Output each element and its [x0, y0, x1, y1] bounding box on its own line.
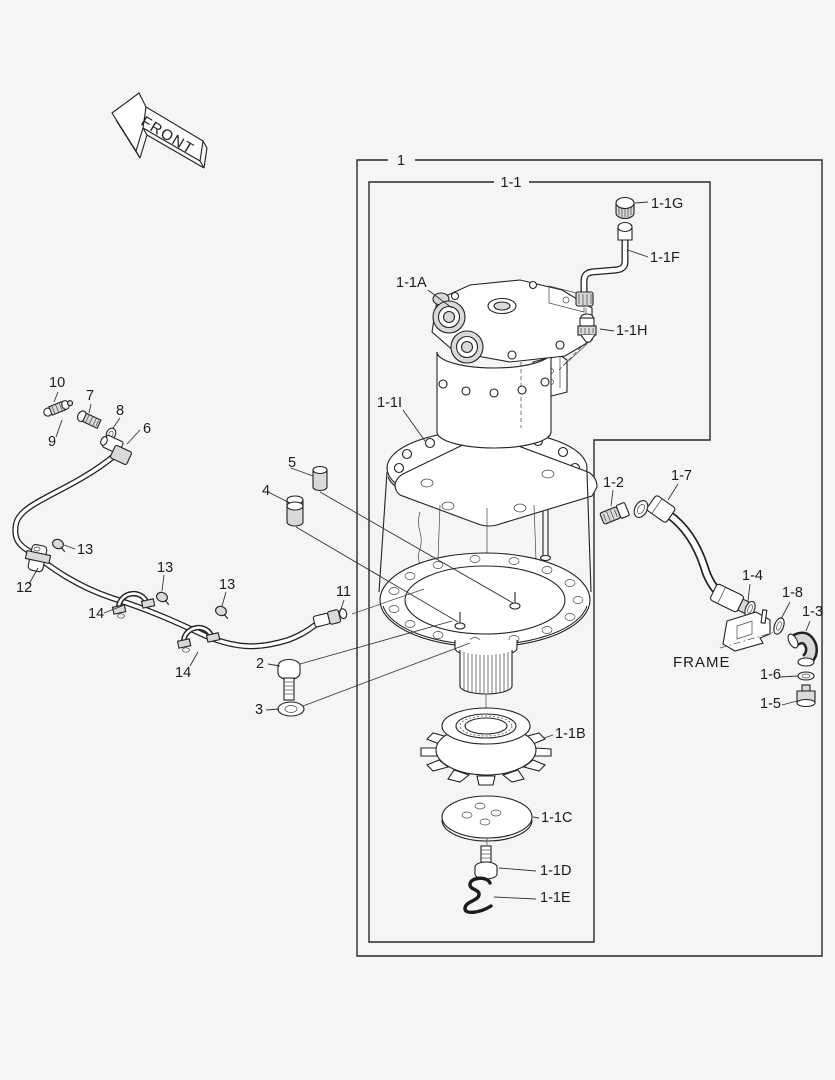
grease-pipe-group — [12, 400, 471, 717]
callout-9: 9 — [48, 434, 56, 450]
callout-4: 4 — [262, 483, 270, 499]
callout-1-6: 1-6 — [760, 667, 781, 683]
pipe — [575, 221, 633, 307]
subassembly-box-1-1: 1-1 — [368, 175, 711, 943]
pinion-gear — [420, 707, 552, 786]
leader-lines — [28, 201, 811, 900]
plug-1-5 — [796, 684, 816, 708]
callout-1-1h: 1-1H — [616, 323, 647, 339]
callout-13a: 13 — [77, 542, 93, 558]
air-bleed-pipe-group — [562, 196, 635, 367]
callout-14a: 14 — [88, 606, 104, 622]
shaft-plate — [441, 795, 533, 845]
callout-1: 1 — [397, 153, 405, 169]
callout-1-8: 1-8 — [782, 585, 803, 601]
callout-1-1e: 1-1E — [540, 890, 571, 906]
callout-7: 7 — [86, 388, 94, 404]
elbow-6 — [100, 434, 133, 466]
front-arrow: FRONT — [111, 92, 208, 169]
grease-nipple — [43, 400, 74, 417]
motor-mounting-plate — [394, 435, 598, 527]
swing-motor-assembly — [378, 279, 598, 742]
callout-1-2: 1-2 — [603, 475, 624, 491]
elbow-1-3 — [787, 631, 818, 667]
callout-1-5: 1-5 — [760, 696, 781, 712]
washer-1-6 — [797, 671, 815, 681]
washer-1-8 — [773, 617, 785, 635]
callout-1-3: 1-3 — [802, 604, 823, 620]
hose-nut — [633, 500, 649, 518]
frame-label: FRAME — [673, 654, 731, 671]
callout-1-1c: 1-1C — [541, 810, 572, 826]
hydraulic-port-a — [432, 300, 466, 334]
callout-1-1f: 1-1F — [650, 250, 680, 266]
plug-4 — [286, 495, 304, 527]
callout-labels: 1-1A 1-1I 1-1G 1-1F 1-1H 1-2 1-7 1-4 1-8… — [16, 196, 823, 906]
callout-1-7: 1-7 — [671, 468, 692, 484]
plug-5 — [312, 465, 328, 492]
callout-1-1a: 1-1A — [396, 275, 427, 291]
bolt-13b — [156, 591, 170, 606]
callout-3: 3 — [255, 702, 263, 718]
callout-5: 5 — [288, 455, 296, 471]
callout-1-1i: 1-1I — [377, 395, 402, 411]
callout-1-1g: 1-1G — [651, 196, 683, 212]
callout-1-1: 1-1 — [501, 175, 522, 191]
cap — [615, 196, 635, 220]
callout-2: 2 — [256, 656, 264, 672]
fitting-11 — [312, 588, 425, 628]
assembly-box-1: 1 — [356, 153, 823, 957]
bolt-13c — [215, 605, 229, 620]
callout-1-4: 1-4 — [742, 568, 763, 584]
stud-7 — [76, 410, 102, 430]
callout-14b: 14 — [175, 665, 191, 681]
bolt-13a — [52, 538, 66, 553]
clamp-14a — [111, 590, 156, 619]
plate-bolt — [474, 845, 498, 880]
hydraulic-port-b — [450, 330, 484, 364]
callout-13c: 13 — [219, 577, 235, 593]
drain-hose-group — [599, 495, 818, 708]
washer-3 — [277, 701, 305, 717]
callout-11: 11 — [336, 584, 351, 600]
hose-end-a — [646, 495, 676, 523]
retainer-clip — [463, 876, 493, 914]
callout-12: 12 — [16, 580, 32, 596]
fitting-1-2 — [599, 502, 630, 525]
valve-block — [431, 279, 593, 364]
frame-bracket — [719, 609, 779, 652]
callout-8: 8 — [116, 403, 124, 419]
clamp-14b — [176, 624, 221, 653]
connector-fitting — [562, 308, 597, 367]
motor-case — [436, 351, 552, 449]
clamp-12 — [24, 544, 52, 573]
callout-1-1d: 1-1D — [540, 863, 571, 879]
callout-10: 10 — [49, 375, 65, 391]
bolt-2 — [277, 658, 301, 701]
callout-1-1b: 1-1B — [555, 726, 586, 742]
callout-6: 6 — [143, 421, 151, 437]
callout-13b: 13 — [157, 560, 173, 576]
